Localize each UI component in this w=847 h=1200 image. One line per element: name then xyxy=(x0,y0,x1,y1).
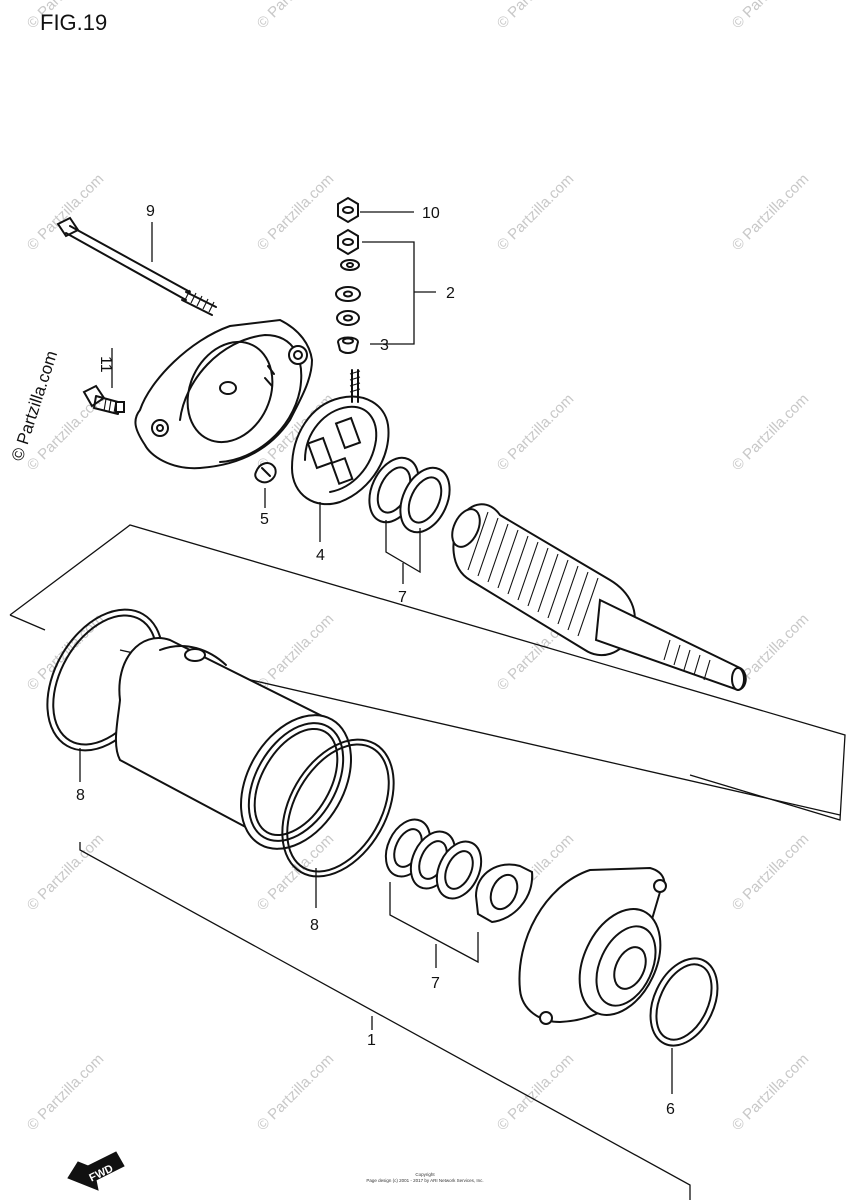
armature-winding-line xyxy=(577,577,599,637)
watermark-text: © Partzilla.com xyxy=(729,1051,812,1134)
watermark-text: © Partzilla.com xyxy=(729,831,812,914)
leader-lines xyxy=(79,211,673,1094)
fwd-badge: FWD xyxy=(67,1151,125,1191)
callout-8b: 8 xyxy=(310,917,319,934)
watermark-text: © Partzilla.com xyxy=(254,0,337,32)
rear-housing[interactable] xyxy=(134,318,314,470)
yoke-housing[interactable] xyxy=(114,637,374,868)
callout-10: 10 xyxy=(422,205,440,222)
brush-holder-plate-part-4[interactable] xyxy=(290,369,390,506)
watermark-text: © Partzilla.com xyxy=(254,171,337,254)
watermark-text: © Partzilla.com xyxy=(24,831,107,914)
watermark-text: © Partzilla.com xyxy=(494,391,577,474)
watermark-text: © Partzilla.com xyxy=(254,611,337,694)
watermark-text: © Partzilla.com xyxy=(24,171,107,254)
armature-winding-line xyxy=(487,523,509,583)
yoke-o-ring-right-part-8[interactable] xyxy=(259,720,416,896)
callout-5: 5 xyxy=(260,511,269,528)
armature-winding-line xyxy=(477,517,499,577)
washer-part-3[interactable] xyxy=(336,336,360,354)
callout-2: 2 xyxy=(446,285,455,302)
watermark-text: © Partzilla.com xyxy=(494,1051,577,1134)
armature-winding-line xyxy=(557,565,579,625)
through-bolt-part-9[interactable] xyxy=(56,216,217,316)
callout-7b: 7 xyxy=(431,975,440,992)
watermark-text: © Partzilla.com xyxy=(24,1051,107,1134)
callout-11: 11 xyxy=(97,356,114,373)
copyright-line-1: Copyright xyxy=(415,1172,435,1177)
watermark-text: © Partzilla.com xyxy=(729,391,812,474)
callout-3: 3 xyxy=(380,337,389,354)
callout-9: 9 xyxy=(146,203,155,220)
watermark-text: © Partzilla.com xyxy=(729,0,812,32)
armature-washers-lower-part-7[interactable] xyxy=(377,812,534,924)
armature-winding-line xyxy=(527,547,549,607)
watermark-text: © Partzilla.com xyxy=(494,171,577,254)
watermark-text: © Partzilla.com xyxy=(24,611,107,694)
armature-winding-line xyxy=(537,553,559,613)
armature-winding-line xyxy=(507,535,529,595)
watermark-text: © Partzilla.com xyxy=(494,0,577,32)
front-end-cover[interactable] xyxy=(518,866,676,1028)
fwd-arrow-icon xyxy=(67,1151,125,1191)
callout-4: 4 xyxy=(316,547,325,564)
figure-title: FIG.19 xyxy=(40,10,107,35)
armature[interactable] xyxy=(447,503,747,692)
nut-washer-stack-part-2[interactable] xyxy=(335,228,361,326)
armature-winding-line xyxy=(497,529,519,589)
watermark-text: © Partzilla.com xyxy=(254,1051,337,1134)
callout-7a: 7 xyxy=(398,589,407,606)
copyright-line-2: Page design (c) 2001 - 2017 by ARI Netwo… xyxy=(366,1178,483,1183)
armature-winding-line xyxy=(567,571,589,631)
armature-winding-line xyxy=(467,511,489,571)
armature-washers-upper-part-7[interactable] xyxy=(360,450,460,540)
terminal-bolt-part-11[interactable] xyxy=(82,384,125,415)
watermark-text: © Partzilla.com xyxy=(729,171,812,254)
armature-winding-line xyxy=(517,541,539,601)
callout-6: 6 xyxy=(666,1101,675,1118)
callout-8a: 8 xyxy=(76,787,85,804)
brush-spring-part-5[interactable] xyxy=(254,462,277,484)
end-cover-o-ring-part-6[interactable] xyxy=(637,948,730,1057)
callout-1: 1 xyxy=(367,1032,376,1049)
callout-labels: 1 2 3 4 5 6 7 7 8 8 9 10 11 xyxy=(76,203,675,1118)
terminal-nut-part-10[interactable] xyxy=(337,196,359,224)
armature-winding-line xyxy=(547,559,569,619)
